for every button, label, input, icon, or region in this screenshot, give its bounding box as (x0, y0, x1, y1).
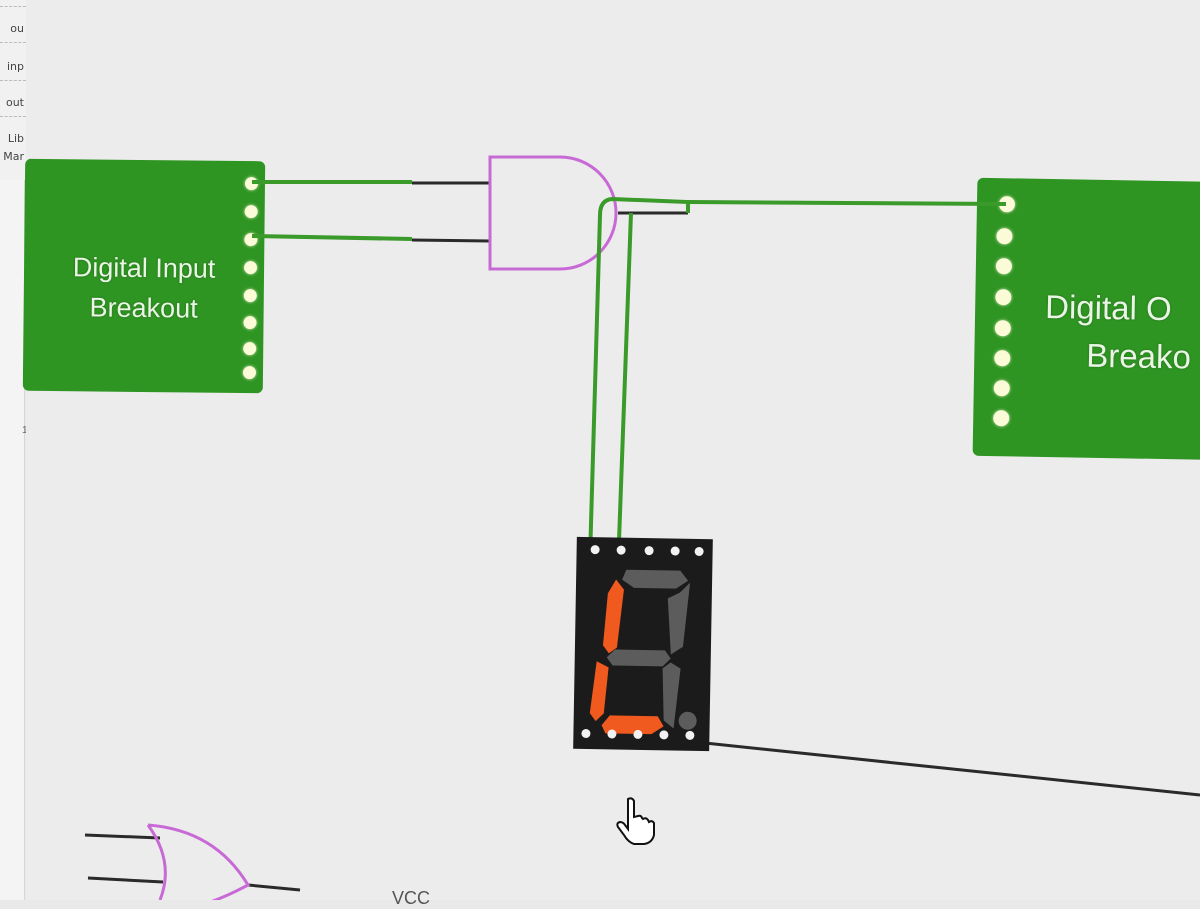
seven-segment-display[interactable] (573, 536, 713, 752)
panel-separator (0, 116, 26, 117)
segment-e (589, 661, 609, 722)
panel-label-out[interactable]: out (5, 96, 24, 109)
wire-and-to-display-a[interactable] (583, 196, 690, 731)
and-gate-input-b-stub (411, 238, 491, 243)
side-panel: ou inp out Lib Mar (0, 0, 27, 180)
panel-separator (0, 42, 26, 43)
wire-input3-to-and[interactable] (251, 234, 413, 241)
left-strip: 1 (0, 180, 28, 900)
segment-f (602, 579, 624, 654)
or-gate[interactable] (146, 823, 251, 900)
panel-label-library[interactable]: Lib (7, 132, 24, 145)
panel-label-output[interactable]: ou (10, 22, 24, 35)
display-ground-wire[interactable] (704, 741, 1200, 797)
panel-label-input[interactable]: inp (6, 60, 24, 73)
segment-a (622, 569, 689, 589)
segment-d (601, 715, 664, 735)
or-gate-input-a-stub (84, 833, 161, 840)
strip-marker: 1 (22, 425, 28, 436)
hand-cursor-icon (616, 797, 655, 845)
segment-decimal-point (678, 711, 697, 730)
wire-and-to-output[interactable] (687, 200, 1007, 206)
panel-separator (0, 80, 26, 81)
or-gate-input-b-stub (87, 876, 164, 884)
segment-c (662, 662, 681, 729)
or-gate-output-stub (247, 883, 301, 892)
panel-label-manage[interactable]: Mar (3, 150, 24, 163)
vcc-label: VCC (392, 888, 431, 908)
panel-separator (0, 6, 26, 7)
display-bottom-pin-4[interactable] (659, 730, 669, 740)
segment-glyph (589, 569, 697, 735)
segment-g (606, 649, 671, 667)
and-gate[interactable] (488, 155, 618, 271)
display-bottom-pin-5[interactable] (685, 730, 695, 740)
segment-b (667, 582, 691, 655)
